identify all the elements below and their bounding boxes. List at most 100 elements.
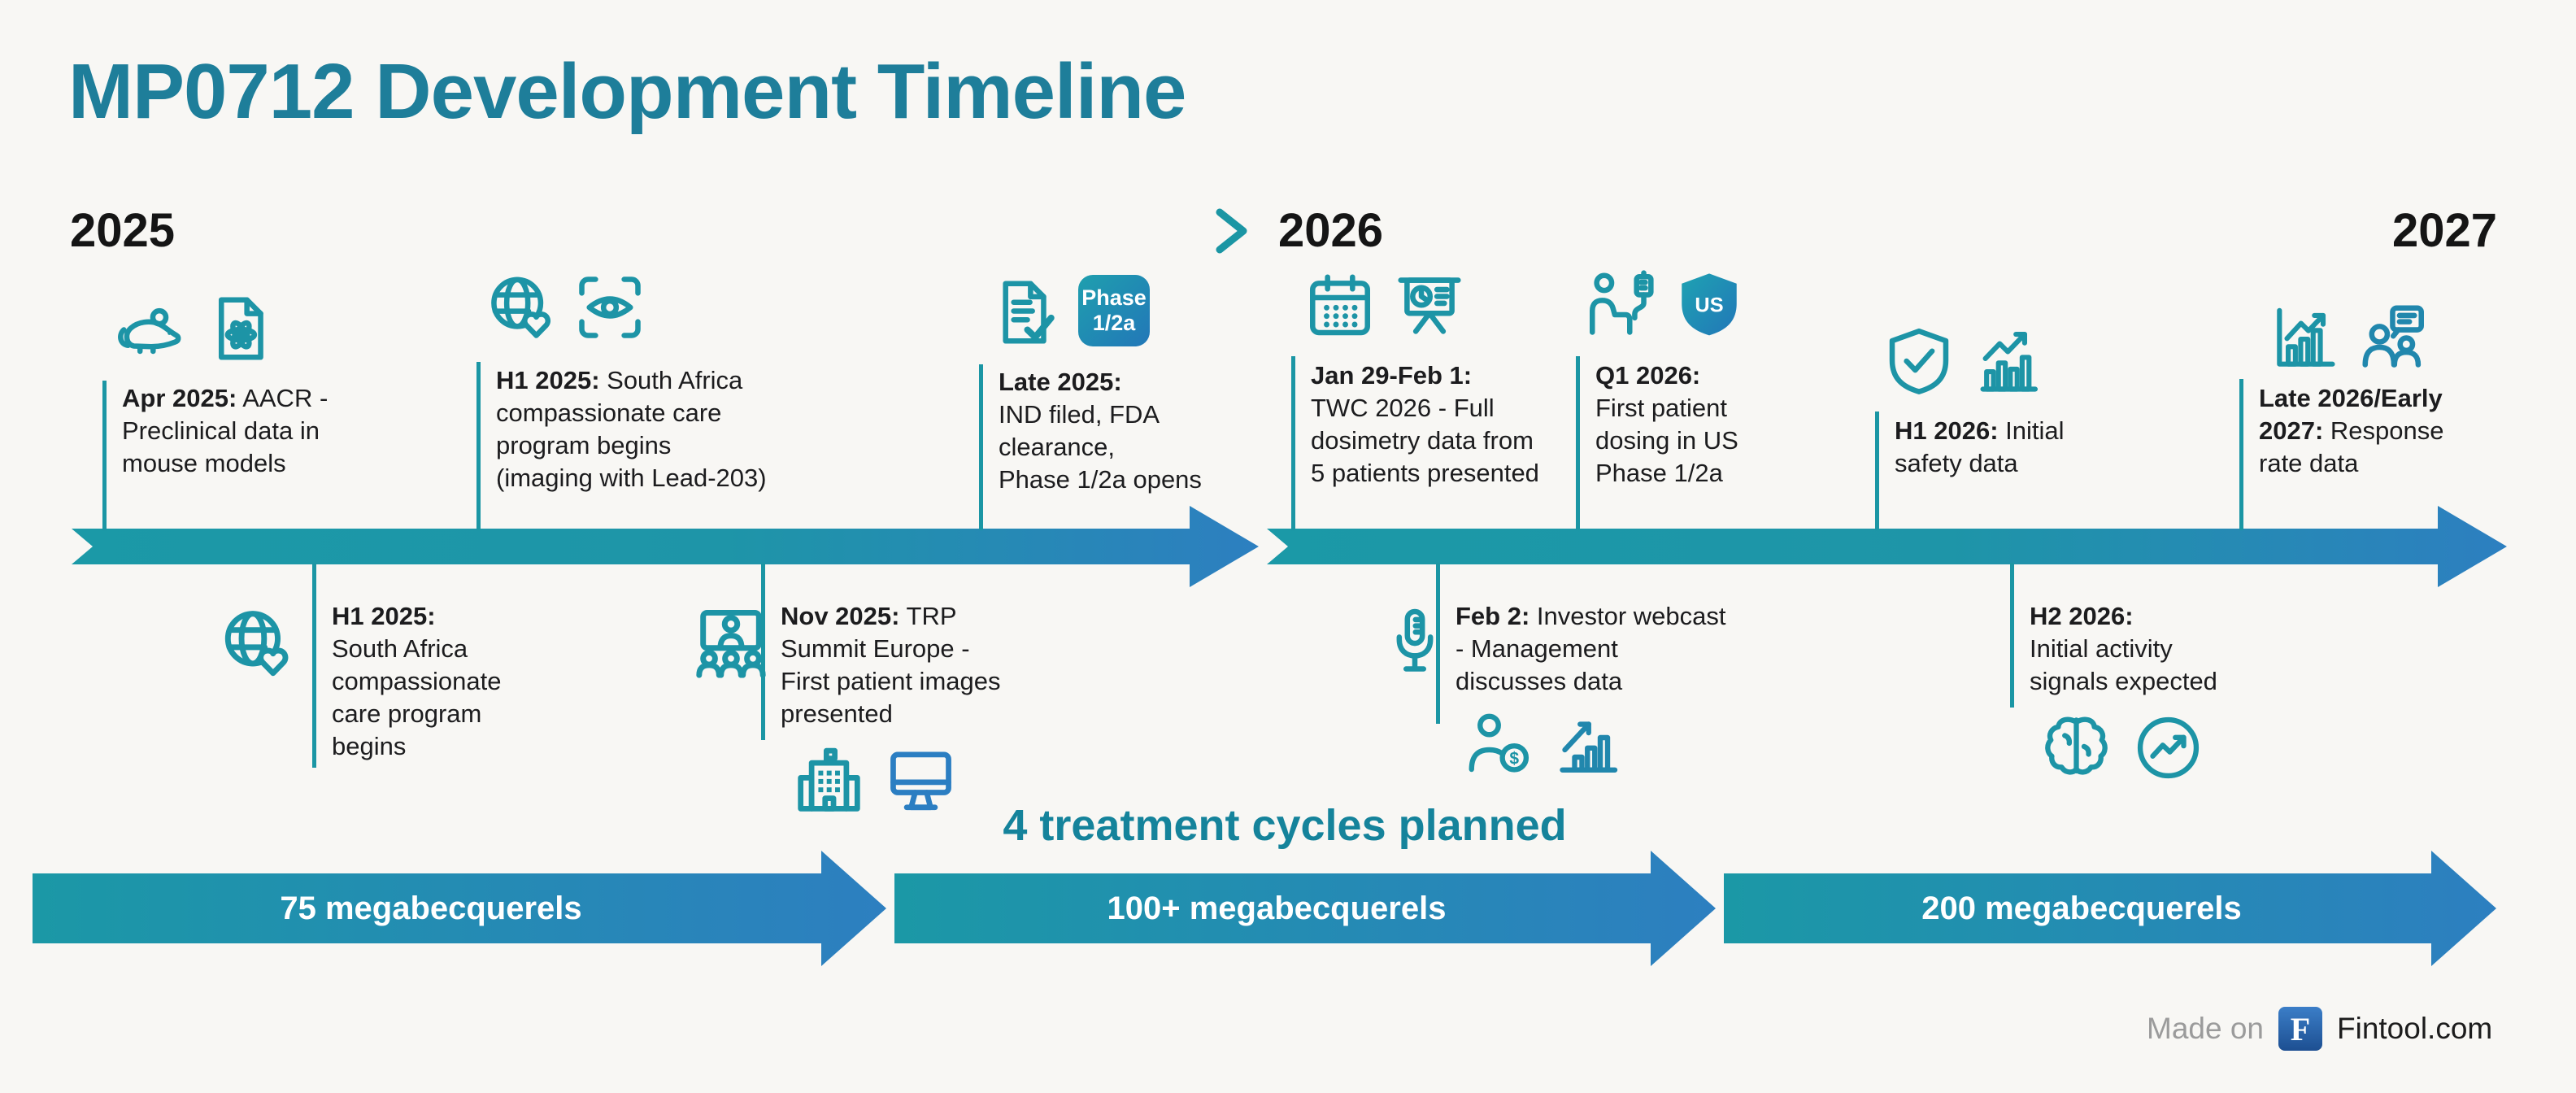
- event-connector-line: [1875, 412, 1879, 530]
- chevron-right-icon: [1216, 208, 1247, 254]
- event-description: Initial activity signals expected: [2030, 634, 2217, 695]
- event-text: H1 2025: South Africa compassionate care…: [332, 600, 600, 763]
- dose-arrow-200: 200 megabecquerels: [1724, 851, 2496, 966]
- event-date: Late 2025:: [999, 368, 1122, 396]
- globe-heart-icon: [224, 611, 289, 677]
- footer-watermark: Made on F Fintool.com: [2147, 1007, 2492, 1051]
- event-description: Investor webcast - Management discusses …: [1456, 602, 1726, 695]
- event-date: Apr 2025:: [122, 384, 237, 412]
- dose-arrow-label: 75 megabecquerels: [280, 890, 582, 926]
- event-connector-line: [761, 563, 765, 740]
- circle-trend-icon: [2137, 716, 2200, 779]
- year-label-2027: 2027: [2392, 204, 2498, 257]
- event-icons: [1882, 324, 2046, 398]
- us-shield-label: US: [1695, 294, 1723, 317]
- patient-iv-icon: [1590, 270, 1654, 335]
- globe-heart-icon: [491, 277, 550, 338]
- hospital-icon: [798, 747, 860, 812]
- event-date: Late 2026/Early 2027:: [2259, 384, 2443, 445]
- timeline-arrow-segment-2: [1267, 506, 2507, 587]
- event-description: TRP Summit Europe - First patient images…: [781, 602, 1001, 728]
- event-connector-line: [979, 364, 983, 530]
- event-icons: [2038, 709, 2207, 786]
- event-connector-line: [312, 563, 316, 768]
- person-speech-icon: [2362, 305, 2424, 368]
- event-description: South Africa compassionate care program …: [332, 634, 502, 760]
- shield-check-icon: [1889, 328, 1949, 394]
- treatment-cycles-caption: 4 treatment cycles planned: [1003, 801, 1567, 850]
- event-description: AACR - Preclinical data in mouse models: [122, 384, 329, 477]
- presentation-audience-icon: [696, 609, 766, 678]
- event-icons: [2267, 299, 2431, 374]
- event-connector-line: [476, 362, 481, 530]
- microphone-icon: [1396, 608, 1434, 672]
- event-text: H2 2026: Initial activity signals expect…: [2030, 600, 2371, 698]
- event-text: Late 2025: IND filed, FDA clearance, Pha…: [999, 366, 1291, 496]
- event-text: Jan 29-Feb 1: TWC 2026 - Full dosimetry …: [1311, 359, 1652, 490]
- calendar-icon: [1310, 274, 1370, 336]
- dose-arrow-label: 200 megabecquerels: [1921, 890, 2242, 926]
- document-atom-icon: [218, 297, 263, 360]
- mouse-icon: [118, 307, 181, 355]
- growth-chart-icon: [1560, 721, 1618, 773]
- event-description: Initial safety data: [1895, 416, 2065, 477]
- bar-chart-trend-icon: [1980, 331, 2039, 392]
- phase-badge: Phase 1/2a: [1078, 275, 1150, 346]
- event-connector-line: [2010, 563, 2014, 708]
- fintool-brand-link[interactable]: Fintool.com: [2337, 1012, 2493, 1045]
- dose-arrow-label: 100+ megabecquerels: [1107, 890, 1447, 926]
- event-icons: [691, 603, 771, 683]
- made-on-label: Made on: [2147, 1012, 2264, 1045]
- brain-icon: [2045, 716, 2108, 775]
- event-icons: [216, 603, 296, 683]
- event-text: H1 2026: Initial safety data: [1895, 415, 2171, 480]
- eye-scan-icon: [579, 277, 641, 338]
- event-icons: $: [1464, 706, 1625, 779]
- event-icons: [1377, 603, 1452, 678]
- event-text: Apr 2025: AACR - Preclinical data in mou…: [122, 382, 431, 480]
- event-description: South Africa compassionate care program …: [496, 366, 767, 492]
- event-icons: [790, 742, 959, 819]
- dose-arrow-100: 100+ megabecquerels: [894, 851, 1716, 966]
- event-connector-line: [102, 381, 107, 530]
- event-connector-line: [1576, 356, 1580, 530]
- event-date: Q1 2026:: [1595, 361, 1701, 390]
- event-date: H2 2026:: [2030, 602, 2134, 630]
- presentation-chart-icon: [1398, 277, 1461, 334]
- event-text: H1 2025: South Africa compassionate care…: [496, 364, 821, 494]
- event-text: Feb 2: Investor webcast - Management dis…: [1456, 600, 1830, 698]
- event-date: Jan 29-Feb 1:: [1311, 361, 1473, 390]
- event-connector-line: [1291, 356, 1295, 530]
- event-description: TWC 2026 - Full dosimetry data from 5 pa…: [1311, 394, 1539, 487]
- event-text: Late 2026/Early 2027: Response rate data: [2259, 382, 2511, 480]
- fintool-logo: F: [2278, 1007, 2322, 1051]
- dollar-glyph: $: [1509, 749, 1519, 768]
- event-icons: Phase 1/2a: [989, 275, 1150, 350]
- page-title: MP0712 Development Timeline: [68, 48, 1186, 135]
- timeline-arrow-segment-1: [72, 506, 1259, 587]
- event-text: Nov 2025: TRP Summit Europe - First pati…: [781, 600, 1122, 730]
- event-date: Nov 2025:: [781, 602, 900, 630]
- event-date: H1 2025:: [496, 366, 600, 394]
- event-icons: [114, 291, 278, 366]
- year-label-2026: 2026: [1278, 204, 1384, 257]
- event-icons: [483, 270, 647, 345]
- event-date: Feb 2:: [1456, 602, 1530, 630]
- event-text: Q1 2026: First patient dosing in US Phas…: [1595, 359, 1872, 490]
- event-connector-line: [2239, 379, 2243, 530]
- dose-arrow-75: 75 megabecquerels: [33, 851, 886, 966]
- event-description: First patient dosing in US Phase 1/2a: [1595, 394, 1738, 487]
- investor-person-icon: $: [1469, 713, 1530, 773]
- event-icons: US: [1582, 267, 1747, 342]
- event-description: IND filed, FDA clearance, Phase 1/2a ope…: [999, 400, 1202, 494]
- event-date: H1 2025:: [332, 602, 436, 630]
- monitor-icon: [890, 751, 951, 811]
- event-date: H1 2026:: [1895, 416, 1999, 445]
- us-shield-icon: US: [1682, 273, 1737, 336]
- event-connector-line: [1436, 563, 1440, 724]
- chart-trend-icon: [2277, 307, 2335, 367]
- event-icons: [1303, 268, 1467, 343]
- document-check-icon: [1003, 281, 1055, 344]
- year-label-2025: 2025: [70, 204, 176, 257]
